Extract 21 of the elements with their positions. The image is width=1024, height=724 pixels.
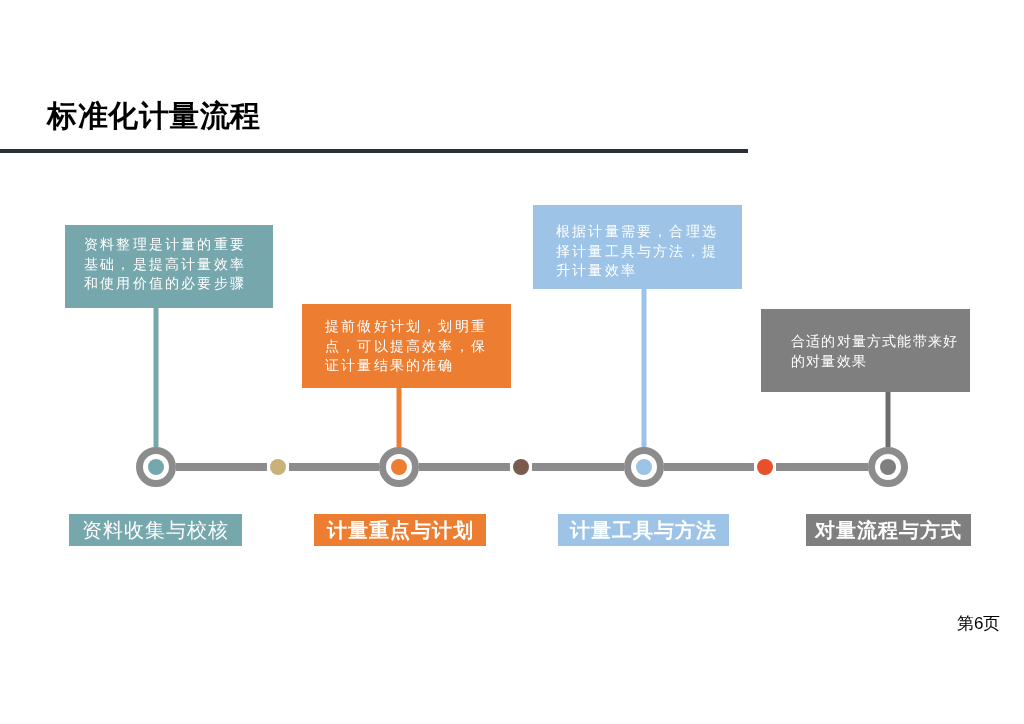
stage-label-box: 资料收集与校核 bbox=[69, 514, 242, 546]
page-title: 标准化计量流程 bbox=[47, 98, 261, 134]
dot-marker bbox=[513, 459, 529, 475]
ring-marker bbox=[624, 447, 664, 487]
ring-marker bbox=[379, 447, 419, 487]
description-box: 提前做好计划，划明重点，可以提高效率，保证计量结果的准确 bbox=[302, 304, 511, 388]
dot-marker bbox=[757, 459, 773, 475]
stem-line bbox=[153, 308, 159, 447]
ring-marker bbox=[868, 447, 908, 487]
page-number: 第6页 bbox=[957, 613, 1001, 635]
stem-line bbox=[885, 392, 891, 447]
stage-label-box: 计量重点与计划 bbox=[314, 514, 486, 546]
description-box: 资料整理是计量的重要基础，是提高计量效率和使用价值的必要步骤 bbox=[65, 225, 273, 308]
description-box: 根据计量需要，合理选择计量工具与方法，提升计量效率 bbox=[533, 205, 742, 289]
ring-marker bbox=[136, 447, 176, 487]
stem-line bbox=[641, 289, 647, 447]
description-box: 合适的对量方式能带来好的对量效果 bbox=[761, 309, 970, 392]
stem-line bbox=[396, 388, 402, 447]
stage-label-box: 计量工具与方法 bbox=[558, 514, 729, 546]
dot-marker bbox=[270, 459, 286, 475]
stage-label-box: 对量流程与方式 bbox=[806, 514, 971, 546]
